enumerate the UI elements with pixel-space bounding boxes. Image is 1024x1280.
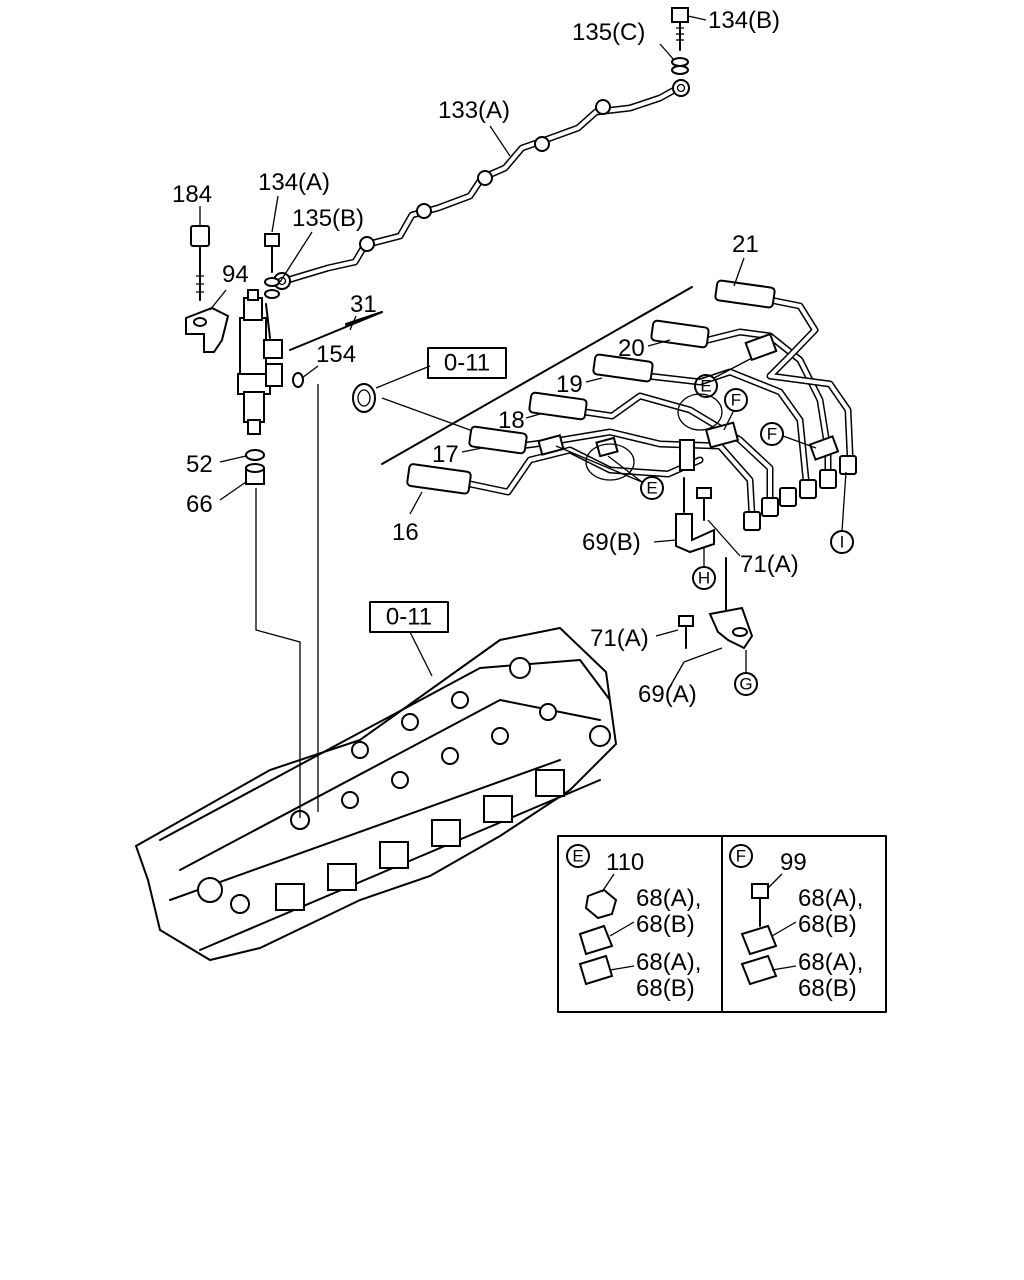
- label-135b: 135(B): [292, 205, 364, 232]
- label-52: 52: [186, 451, 213, 478]
- callout-i: I: [840, 533, 845, 552]
- label-184: 184: [172, 181, 212, 208]
- label-154: 154: [316, 341, 356, 368]
- label-20: 20: [618, 335, 645, 362]
- bracket-69b: [675, 477, 715, 554]
- label-71a-upper: 71(A): [740, 551, 799, 578]
- label-135c: 135(C): [572, 19, 645, 46]
- callout-g: G: [739, 675, 752, 694]
- label-leaders: [199, 15, 745, 691]
- label-18: 18: [498, 407, 525, 434]
- panel-e-line2a: 68(A),: [636, 949, 701, 976]
- cylinder-head: [134, 626, 618, 962]
- label-69a: 69(A): [638, 681, 697, 708]
- panel-e-item: 110: [606, 849, 644, 876]
- panel-e-line2b: 68(B): [636, 975, 695, 1002]
- callout-e-upper: E: [700, 377, 711, 396]
- callouts: E F F E I H G E F: [555, 357, 854, 868]
- seal-ring: [352, 383, 376, 413]
- label-31: 31: [350, 291, 377, 318]
- callout-h: H: [698, 569, 710, 588]
- callout-e-lower: E: [646, 479, 657, 498]
- panel-e-labels: 110 68(A), 68(B) 68(A), 68(B): [601, 849, 701, 1002]
- ref-box-2-text: 0-11: [386, 604, 432, 631]
- detail-panels: [557, 835, 887, 1013]
- installation-lines: [255, 384, 471, 818]
- return-pipe-133a: [273, 79, 690, 290]
- label-94: 94: [222, 261, 249, 288]
- panel-f-line2b: 68(B): [798, 975, 857, 1002]
- panel-f-labels: 99 68(A), 68(B) 68(A), 68(B): [767, 849, 863, 1002]
- ref-box-1: 0-11: [375, 347, 507, 389]
- label-134b: 134(B): [708, 7, 780, 34]
- label-17: 17: [432, 441, 459, 468]
- label-71a-lower: 71(A): [590, 625, 649, 652]
- panel-f-line1a: 68(A),: [798, 885, 863, 912]
- ref-box-1-text: 0-11: [444, 350, 490, 377]
- label-19: 19: [556, 371, 583, 398]
- label-69b: 69(B): [582, 529, 641, 556]
- panel-e-line1b: 68(B): [636, 911, 695, 938]
- panel-f-item: 99: [780, 849, 807, 876]
- panel-f-letter: F: [736, 847, 746, 866]
- panel-e-letter: E: [572, 847, 583, 866]
- callout-f-right: F: [767, 425, 777, 444]
- label-134a: 134(A): [258, 169, 330, 196]
- bracket-69a: [678, 557, 754, 650]
- injection-pipes: [289, 279, 857, 531]
- label-133a: 133(A): [438, 97, 510, 124]
- label-21: 21: [732, 231, 759, 258]
- part-labels: 135(C) 134(B) 133(A) 184 134(A) 135(B) 9…: [172, 7, 799, 708]
- injector-assembly: [185, 225, 304, 485]
- label-66: 66: [186, 491, 213, 518]
- panel-f-line2a: 68(A),: [798, 949, 863, 976]
- label-16: 16: [392, 519, 419, 546]
- ref-box-2: 0-11: [369, 601, 449, 677]
- bolt-134a: [264, 233, 280, 299]
- callout-f-upper: F: [731, 391, 741, 410]
- bolt-134b: [671, 7, 689, 75]
- panel-f-line1b: 68(B): [798, 911, 857, 938]
- panel-e-line1a: 68(A),: [636, 885, 701, 912]
